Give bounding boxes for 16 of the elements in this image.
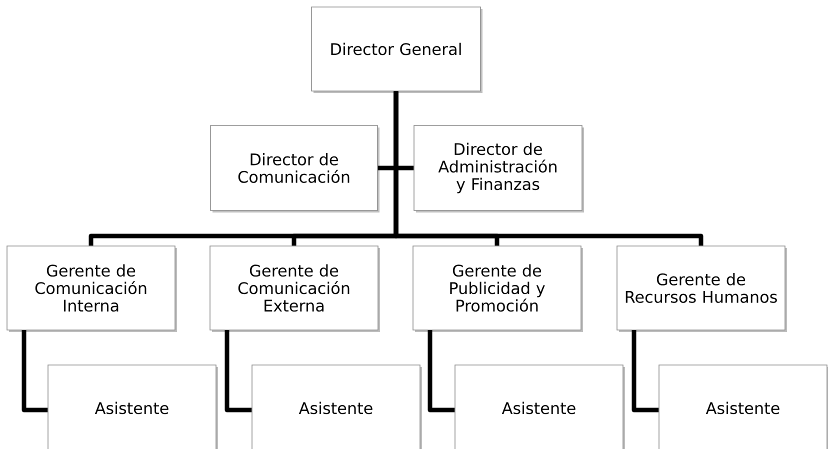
connector-line bbox=[632, 330, 659, 412]
org-box: Gerente de Publicidad y Promoción bbox=[412, 246, 583, 332]
org-box: Director General bbox=[311, 6, 482, 93]
org-box: Asistente bbox=[252, 364, 422, 449]
org-box: Director de Administración y Finanzas bbox=[414, 125, 584, 212]
connector-line bbox=[22, 330, 48, 412]
connector-line bbox=[224, 330, 252, 412]
org-box: Director de Comunicación bbox=[210, 125, 380, 212]
org-box: Asistente bbox=[658, 364, 828, 449]
org-box: Gerente de Comunicación Interna bbox=[6, 246, 177, 332]
connector-line bbox=[394, 91, 704, 246]
org-box: Gerente de Recursos Humanos bbox=[616, 246, 787, 332]
org-box: Asistente bbox=[48, 364, 218, 449]
org-box: Asistente bbox=[454, 364, 625, 449]
connector-line bbox=[428, 330, 455, 412]
org-box: Gerente de Comunicación Externa bbox=[210, 246, 380, 332]
